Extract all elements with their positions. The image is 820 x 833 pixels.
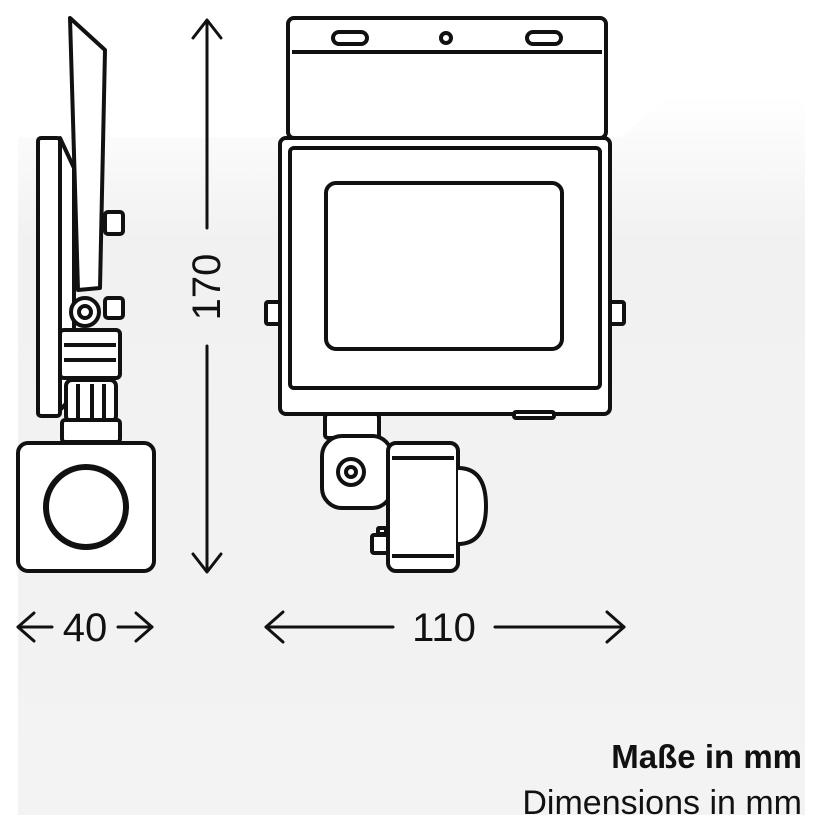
width-dimension: 110 [264,606,626,650]
height-dimension: 170 [185,18,229,574]
height-label: 170 [185,254,229,321]
depth-arrow [16,611,154,643]
depth-dimension: 40 [16,606,154,650]
front-view-drawing [264,16,626,573]
caption-german: Maße in mm [611,738,802,775]
width-arrow [264,610,626,644]
side-view-drawing [16,16,156,573]
caption-english: Dimensions in mm [522,784,802,822]
depth-label: 40 [63,606,108,650]
height-arrow [191,18,223,574]
width-label: 110 [412,606,476,650]
